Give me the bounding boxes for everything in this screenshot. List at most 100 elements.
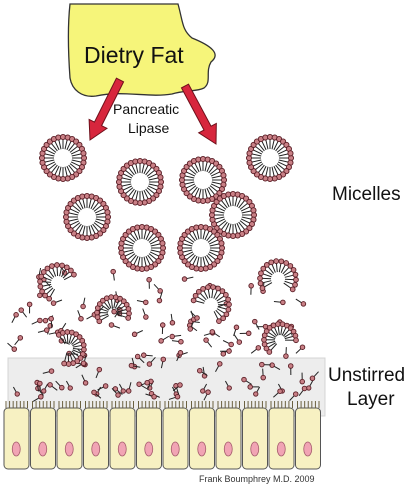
micelle <box>62 192 112 242</box>
author-credit: Frank Boumphrey M.D. 2009 <box>199 474 315 484</box>
dispersing-micelle <box>261 321 299 355</box>
fatty-acid <box>80 297 86 310</box>
fatty-acid <box>75 360 87 369</box>
fatty-acid <box>233 324 240 337</box>
fatty-acid <box>37 327 50 333</box>
fatty-acid <box>241 376 252 385</box>
fatty-acid <box>125 382 132 394</box>
epithelium-cells <box>3 380 321 470</box>
fatty-acid <box>287 363 294 376</box>
fatty-acid <box>273 388 283 398</box>
micelle <box>178 155 228 205</box>
epithelial-cell <box>136 380 162 470</box>
fatty-acid <box>299 372 305 385</box>
fatty-acid <box>136 299 149 306</box>
epithelial-cell <box>3 386 30 470</box>
fatty-acid <box>190 311 200 321</box>
fatty-acid <box>160 356 167 369</box>
epithelial-cell <box>215 380 242 470</box>
fatty-acid <box>171 338 184 345</box>
fatty-acid <box>140 352 153 358</box>
dispersing-micelle <box>37 262 77 302</box>
fatty-acid <box>42 368 55 374</box>
fatty-acid <box>7 342 18 352</box>
lipase-arrows <box>88 77 217 145</box>
fatty-acid <box>55 380 65 391</box>
fatty-acid <box>298 385 308 396</box>
fatty-acid <box>18 307 28 318</box>
fatty-acid <box>203 389 211 401</box>
micelles-label: Micelles <box>332 184 401 205</box>
fatty-acid <box>289 391 299 401</box>
fatty-acid <box>136 381 148 390</box>
epithelial-cell <box>83 386 109 470</box>
micelle <box>117 223 167 273</box>
epithelial-cell <box>268 383 295 470</box>
fatty-acid <box>181 276 194 282</box>
fatty-acid <box>153 283 163 294</box>
lipase-arrow-left <box>88 77 125 141</box>
fatty-acid <box>111 388 121 398</box>
dispersing-micelles <box>37 258 299 367</box>
fatty-acid <box>220 348 232 354</box>
fatty-acid <box>283 347 289 359</box>
epithelial-cell <box>242 386 268 470</box>
fatty-acid <box>26 301 33 314</box>
fatty-acid <box>145 393 157 400</box>
micelle <box>208 190 258 240</box>
unstirred-layer-band <box>7 357 326 417</box>
fatty-acid <box>252 318 260 330</box>
fatty-acid <box>156 291 163 304</box>
fatty-acid <box>146 276 152 289</box>
epithelial-cell <box>295 380 321 470</box>
fatty-acid <box>48 315 54 328</box>
epithelial-cell <box>109 383 136 470</box>
dispersing-micelle <box>190 284 232 325</box>
unstirred-layer-label-line2: Layer <box>347 389 395 410</box>
fatty-acid <box>81 374 89 386</box>
fatty-acid <box>131 330 143 338</box>
micelle <box>176 223 226 273</box>
epithelial-cell <box>189 383 215 470</box>
fatty-acid <box>47 382 58 391</box>
fatty-acid <box>215 361 223 372</box>
dispersing-micelle <box>257 258 299 293</box>
fatty-acid <box>209 329 221 338</box>
fatty-acid <box>169 333 182 340</box>
fatty-acid <box>142 308 149 320</box>
fatty-acid <box>222 340 234 348</box>
epithelial-cell <box>56 380 83 470</box>
micelle <box>115 157 165 207</box>
fatty-acid <box>168 393 181 400</box>
micelles <box>38 133 295 273</box>
fatty-acid <box>187 320 195 332</box>
fatty-acid <box>176 350 184 362</box>
dietary-fat-label: Dietry Fat <box>84 42 184 68</box>
unstirred-layer-label-line1: Unstirred <box>328 365 406 386</box>
fatty-acid <box>250 345 262 354</box>
pancreatic-lipase-label-line1: Pancreatic <box>113 101 180 117</box>
fatty-acid <box>159 322 166 335</box>
fatty-acid <box>239 330 252 337</box>
fatty-acid <box>110 268 116 281</box>
fatty-acid <box>309 371 319 382</box>
fatty-acid <box>50 299 63 306</box>
fatty-acid <box>37 380 43 393</box>
fatty-acid <box>169 313 176 326</box>
epithelial-cell <box>30 383 56 470</box>
fatty-acid <box>295 344 306 354</box>
fatty-acid <box>91 389 102 399</box>
fatty-acid <box>203 337 213 348</box>
fatty-acid <box>273 299 286 306</box>
fatty-acid <box>248 283 254 295</box>
fatty-acid <box>158 335 170 344</box>
fatty-acid <box>11 312 19 323</box>
fatty-acid <box>259 361 271 368</box>
fatty-acid <box>32 394 44 402</box>
micelle <box>245 133 295 183</box>
fatty-acid <box>197 367 208 377</box>
fatty-acid <box>172 382 183 392</box>
fatty-acid <box>295 298 307 307</box>
epithelial-cell <box>162 386 189 470</box>
